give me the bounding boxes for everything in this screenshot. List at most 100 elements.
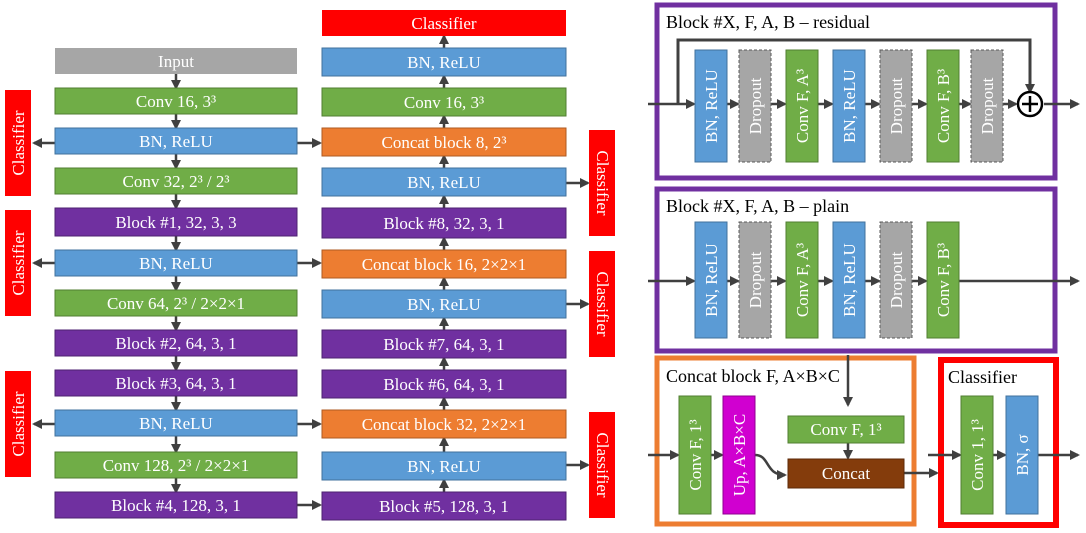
concat-block-box: [321, 249, 567, 279]
add-icon: [1016, 90, 1044, 118]
residual-block-panel: Block #X, F, A, B – residual BN, ReLU Dr…: [648, 2, 1080, 181]
conv-label: Conv F, A³: [793, 243, 812, 317]
classifier-block-panel: Classifier Conv 1, 1³ BN, σ: [928, 357, 1080, 528]
upsample-label: Up, A×B×C: [730, 414, 749, 496]
conv-label: Conv 1, 1³: [968, 419, 987, 491]
block2-label: Block #2, 64, 3, 1: [115, 334, 236, 353]
classifier-box: [322, 10, 566, 36]
skip-arrow: [676, 38, 1035, 104]
bn-relu-box: [321, 47, 567, 77]
bn-relu-label: BN, ReLU: [139, 132, 213, 151]
bn-relu-label: BN, ReLU: [702, 243, 721, 317]
block8-box: [321, 207, 567, 239]
classifier-title: Classifier: [948, 367, 1017, 387]
bn-sigmoid-box: [1005, 395, 1039, 515]
conv-box: [678, 395, 712, 515]
bn-relu-box: [54, 409, 298, 437]
block1-label: Block #1, 32, 3, 3: [115, 213, 236, 232]
residual-frame: [654, 2, 1058, 181]
concat-op-box: [787, 458, 905, 489]
bn-sigmoid-label: BN, σ: [1013, 434, 1032, 475]
decoder-column: Classifier BN, ReLU Conv 16, 3³ Concat b…: [321, 10, 590, 521]
dropout-label: Dropout: [746, 77, 765, 134]
classifier-box: [589, 130, 615, 236]
dropout-box: [879, 221, 913, 339]
dropout-label: Dropout: [887, 251, 906, 308]
conv16-label: Conv 16, 3³: [404, 93, 484, 112]
dropout-box: [738, 49, 772, 163]
bn-relu-box: [321, 289, 567, 319]
bn-relu-label: BN, ReLU: [840, 69, 859, 143]
classifier-label: Classifier: [9, 230, 28, 295]
bn-relu-label: BN, ReLU: [407, 457, 481, 476]
encoder-column: Input Conv 16, 3³ BN, ReLU Conv 32, 2³ /…: [32, 48, 322, 519]
encoder-arrows: [32, 74, 322, 510]
concat-arrows: [648, 355, 939, 480]
classifier-label: Classifier: [9, 110, 28, 175]
dropout-label: Dropout: [887, 77, 906, 134]
conv128-label: Conv 128, 2³ / 2×2×1: [103, 456, 250, 475]
concat-block-label: Concat block 32, 2×2×1: [362, 415, 527, 434]
input-box: [55, 48, 297, 74]
conv32-box: [54, 167, 298, 195]
classifier-frame: [938, 357, 1059, 528]
conv16-label: Conv 16, 3³: [136, 92, 216, 111]
classifier-label: Classifier: [593, 432, 612, 497]
decoder-arrows: [439, 34, 590, 492]
classifier-box: [589, 412, 615, 518]
bn-relu-label: BN, ReLU: [139, 254, 213, 273]
conv-label: Conv F, 1³: [810, 420, 881, 439]
residual-skip: [676, 38, 1035, 104]
block5-label: Block #5, 128, 3, 1: [379, 497, 509, 516]
block4-box: [54, 491, 298, 519]
conv16-box: [54, 87, 298, 115]
dropout-box: [879, 49, 913, 163]
dropout-box: [738, 221, 772, 339]
bn-relu-label: BN, ReLU: [702, 69, 721, 143]
classifier-box: [5, 371, 31, 477]
block6-box: [321, 369, 567, 399]
concat-op-label: Concat: [822, 464, 870, 483]
plain-block-panel: Block #X, F, A, B – plain BN, ReLU Dropo…: [648, 186, 1080, 354]
classifier-label: Classifier: [593, 271, 612, 336]
conv-box: [926, 221, 960, 339]
bn-relu-label: BN, ReLU: [407, 53, 481, 72]
bn-relu-box: [694, 221, 728, 339]
concat-block-label: Concat block 16, 2×2×1: [362, 255, 527, 274]
bn-relu-label: BN, ReLU: [139, 414, 213, 433]
conv128-box: [54, 451, 298, 479]
arrow: [754, 453, 787, 480]
classifier-label: Classifier: [593, 150, 612, 215]
bn-relu-label: BN, ReLU: [407, 295, 481, 314]
conv16-box: [321, 87, 567, 117]
block3-label: Block #3, 64, 3, 1: [115, 374, 236, 393]
concat-frame: [654, 355, 917, 527]
block3-box: [54, 369, 298, 397]
block7-label: Block #7, 64, 3, 1: [383, 335, 504, 354]
bn-relu-label: BN, ReLU: [840, 243, 859, 317]
conv-box: [787, 415, 905, 444]
concat-block-panel: Concat block F, A×B×C Conv F, 1³ Up, A×B…: [648, 355, 939, 527]
bn-relu-label: BN, ReLU: [407, 173, 481, 192]
upsample-box: [722, 395, 756, 515]
block1-box: [54, 207, 298, 237]
conv-box: [926, 49, 960, 163]
plain-title: Block #X, F, A, B – plain: [666, 196, 849, 216]
classifier-box: [589, 251, 615, 357]
bn-relu-box: [321, 167, 567, 197]
classifier-box: [5, 90, 31, 196]
conv-label: Conv F, B³: [934, 243, 953, 317]
concat-block-box: [321, 409, 567, 439]
block5-box: [321, 491, 567, 521]
block7-box: [321, 329, 567, 359]
bn-relu-box: [54, 249, 298, 277]
conv-label: Conv F, B³: [934, 69, 953, 143]
bn-relu-box: [832, 49, 866, 163]
conv32-label: Conv 32, 2³ / 2³: [122, 172, 229, 191]
left-classifiers: Classifier Classifier Classifier: [5, 90, 31, 477]
classifier-box: [5, 210, 31, 316]
dropout-label: Dropout: [978, 77, 997, 134]
conv-box: [960, 395, 994, 515]
conv-box: [785, 221, 819, 339]
